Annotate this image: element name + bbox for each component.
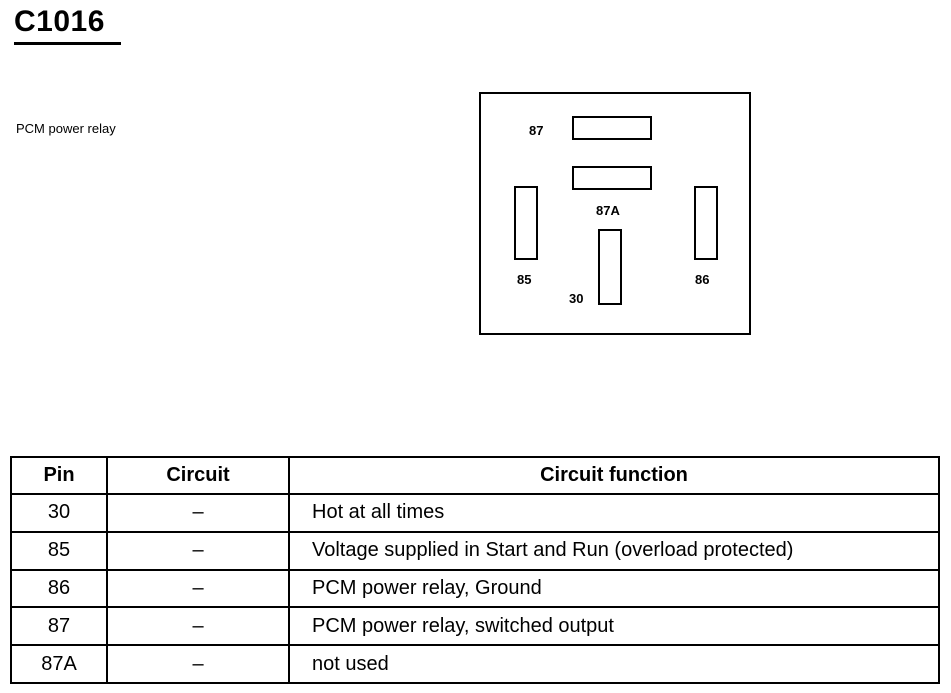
title-underline <box>14 42 121 45</box>
circuit-cell: – <box>106 568 290 609</box>
circuit-function-cell: PCM power relay, switched output <box>288 606 940 647</box>
column-header-circuit: Circuit <box>106 456 290 495</box>
circuit-cell: – <box>106 493 290 533</box>
circuit-function-cell: Hot at all times <box>288 493 940 533</box>
circuit-cell: – <box>106 644 290 684</box>
relay-connector-diagram: 87 87A 85 86 30 <box>479 92 751 335</box>
pin-cell: 85 <box>10 530 108 571</box>
pin-87a-label: 87A <box>596 203 620 218</box>
pin-cell: 30 <box>10 493 108 533</box>
table-row: 87 – PCM power relay, switched output <box>10 606 940 647</box>
table-header-row: Pin Circuit Circuit function <box>10 456 940 495</box>
pin-86-label: 86 <box>695 272 710 287</box>
connector-description: PCM power relay <box>16 121 116 136</box>
circuit-function-cell: Voltage supplied in Start and Run (overl… <box>288 530 940 571</box>
pin-86-terminal <box>694 186 718 260</box>
pin-87-label: 87 <box>529 123 544 138</box>
pin-85-terminal <box>514 186 538 260</box>
pinout-table: Pin Circuit Circuit function 30 – Hot at… <box>10 456 940 684</box>
pin-87-terminal <box>572 116 652 140</box>
pin-cell: 86 <box>10 568 108 609</box>
column-header-pin: Pin <box>10 456 108 495</box>
table-row: 85 – Voltage supplied in Start and Run (… <box>10 530 940 571</box>
connector-title: C1016 <box>14 5 105 38</box>
column-header-circuit-function: Circuit function <box>288 456 940 495</box>
table-row: 86 – PCM power relay, Ground <box>10 568 940 609</box>
table-row: 87A – not used <box>10 644 940 684</box>
pin-30-terminal <box>598 229 622 305</box>
table-row: 30 – Hot at all times <box>10 493 940 533</box>
pin-cell: 87A <box>10 644 108 684</box>
pin-30-label: 30 <box>569 291 584 306</box>
circuit-cell: – <box>106 606 290 647</box>
pin-85-label: 85 <box>517 272 532 287</box>
pin-cell: 87 <box>10 606 108 647</box>
circuit-cell: – <box>106 530 290 571</box>
pin-87a-terminal <box>572 166 652 190</box>
circuit-function-cell: PCM power relay, Ground <box>288 568 940 609</box>
circuit-function-cell: not used <box>288 644 940 684</box>
